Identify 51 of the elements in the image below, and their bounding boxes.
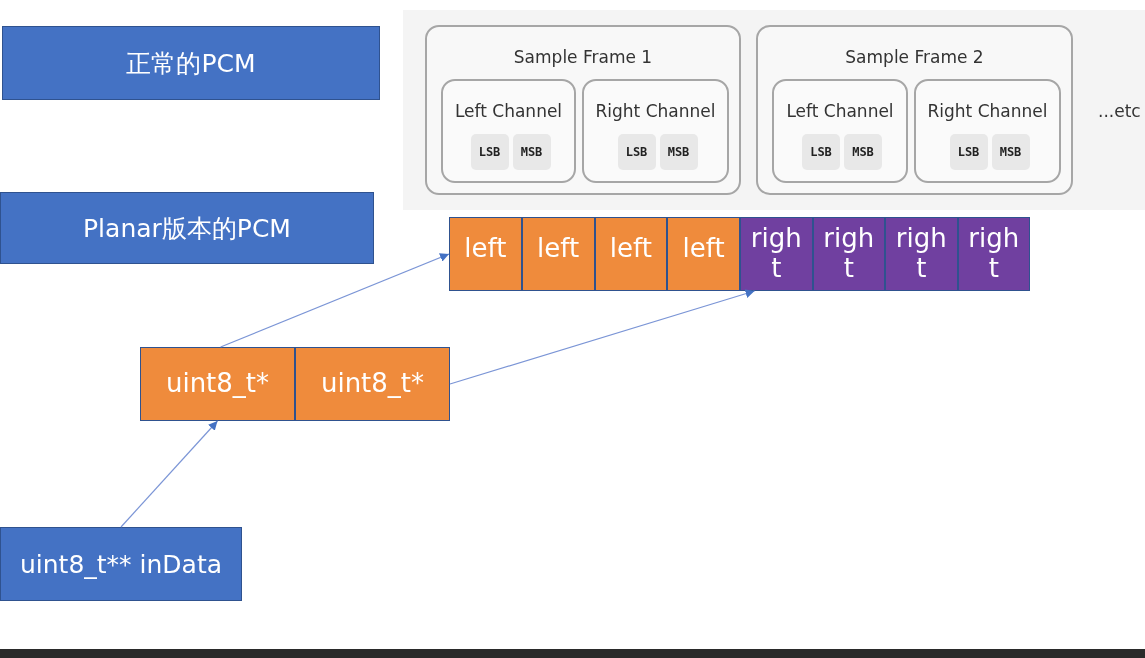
node-label: uint8_t*	[165, 369, 270, 399]
title-box	[0, 192, 374, 264]
node-label: MSB	[520, 145, 543, 159]
node-label: MSB	[852, 145, 874, 159]
title-box	[2, 26, 380, 100]
node-label: left	[537, 234, 580, 264]
node-label: left	[609, 234, 652, 264]
arrow	[120, 420, 219, 528]
arrow	[220, 253, 450, 348]
diagram-panel	[403, 10, 1145, 210]
node-label: Left Channel	[786, 101, 894, 121]
node-label: 正常的PCM	[126, 47, 256, 80]
channel-box	[772, 79, 908, 183]
channel-box	[582, 79, 729, 183]
node-label: righ t	[967, 224, 1021, 284]
node-label: Right Channel	[595, 101, 716, 121]
memory-cell	[885, 217, 958, 291]
node-label: Sample Frame 2	[845, 47, 984, 67]
node-label: righ t	[749, 224, 803, 284]
node-label: Left Channel	[454, 101, 563, 121]
node-label: LSB	[810, 145, 832, 159]
node-label: LSB	[957, 145, 980, 159]
arrow	[449, 289, 756, 385]
node-label: Planar版本的PCM	[83, 212, 291, 245]
node-label: MSB	[999, 145, 1022, 159]
node-label: MSB	[667, 145, 690, 159]
channel-box	[914, 79, 1061, 183]
node-label: LSB	[478, 145, 501, 159]
node-label: righ t	[822, 224, 876, 284]
node-label: left	[682, 234, 725, 264]
frame-box	[756, 25, 1073, 195]
continuation-note: ...etc	[1098, 101, 1141, 121]
memory-cell	[140, 347, 295, 421]
memory-cell	[449, 217, 522, 291]
memory-cell	[812, 217, 885, 291]
node-label: uint8_t** inData	[19, 549, 223, 579]
node-label: uint8_t*	[320, 369, 425, 399]
node-label: righ t	[894, 224, 948, 284]
memory-cell	[295, 347, 450, 421]
variable-box	[0, 527, 242, 601]
memory-cell	[667, 217, 740, 291]
node-label: Sample Frame 1	[513, 47, 653, 67]
memory-cell	[594, 217, 668, 291]
channel-box	[441, 79, 576, 183]
node-label: left	[464, 234, 507, 264]
node-label: LSB	[625, 145, 648, 159]
frame-box	[425, 25, 741, 195]
node-label: Right Channel	[927, 101, 1048, 121]
memory-cell	[521, 217, 595, 291]
memory-cell	[957, 217, 1030, 291]
memory-cell	[740, 217, 813, 291]
